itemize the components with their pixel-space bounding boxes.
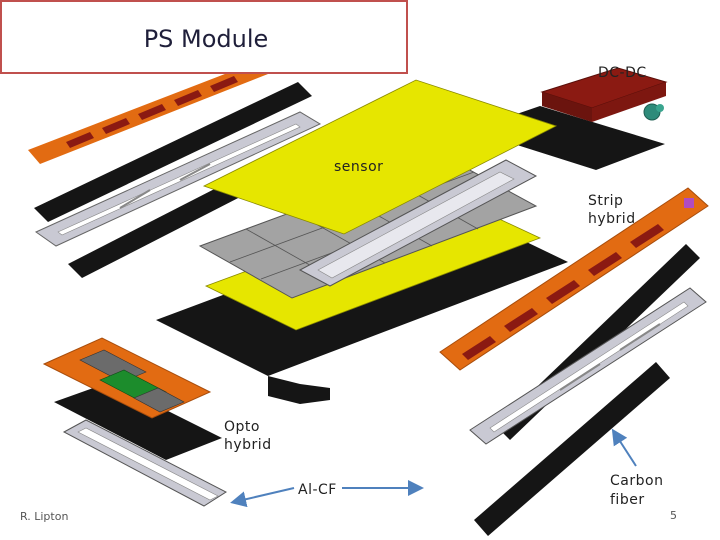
label-opto-hybrid-line2: hybrid: [224, 437, 272, 453]
hybrid-chip: [66, 132, 94, 148]
hybrid-chip: [102, 118, 130, 134]
hybrid-connector: [684, 198, 694, 208]
label-strip-hybrid-line1: Strip: [588, 193, 624, 209]
hybrid-chip: [138, 104, 166, 120]
label-sensor: sensor: [334, 159, 384, 175]
title-box: PS Module: [0, 0, 408, 74]
label-opto-hybrid-line1: Opto: [224, 419, 260, 435]
page-title: PS Module: [143, 25, 269, 53]
dcdc-converter-side: [592, 82, 666, 122]
hybrid-chip: [210, 76, 238, 92]
carbon-fiber-arrow: [611, 428, 637, 467]
hybrid-chip: [174, 90, 202, 106]
label-dcdc: DC-DC: [598, 65, 647, 81]
label-carbon-fiber-line1: Carbon: [610, 473, 664, 489]
hybrid-chip: [588, 252, 622, 276]
label-strip-hybrid-line2: hybrid: [588, 211, 636, 227]
carbon-fiber-base-front: [268, 376, 300, 404]
al-cf-arrow-left: [230, 487, 295, 508]
label-al-cf: Al-CF: [298, 482, 337, 498]
hybrid-chip: [630, 224, 664, 248]
hybrid-chip: [504, 308, 538, 332]
hybrid-chip: [546, 280, 580, 304]
page-number: 5: [670, 509, 677, 522]
hybrid-chip: [462, 336, 496, 360]
label-carbon-fiber-line2: fiber: [610, 492, 645, 508]
carbon-fiber-strip: [474, 362, 670, 536]
opto-module-chip: [133, 387, 185, 413]
opto-carbon-fiber: [54, 382, 222, 460]
author-footer: R. Lipton: [20, 510, 69, 523]
dcdc-converter-front: [542, 92, 592, 122]
top-sensor: [202, 79, 558, 235]
al-cf-frame-hole: [57, 123, 301, 236]
carbon-fiber-strip: [34, 82, 312, 222]
